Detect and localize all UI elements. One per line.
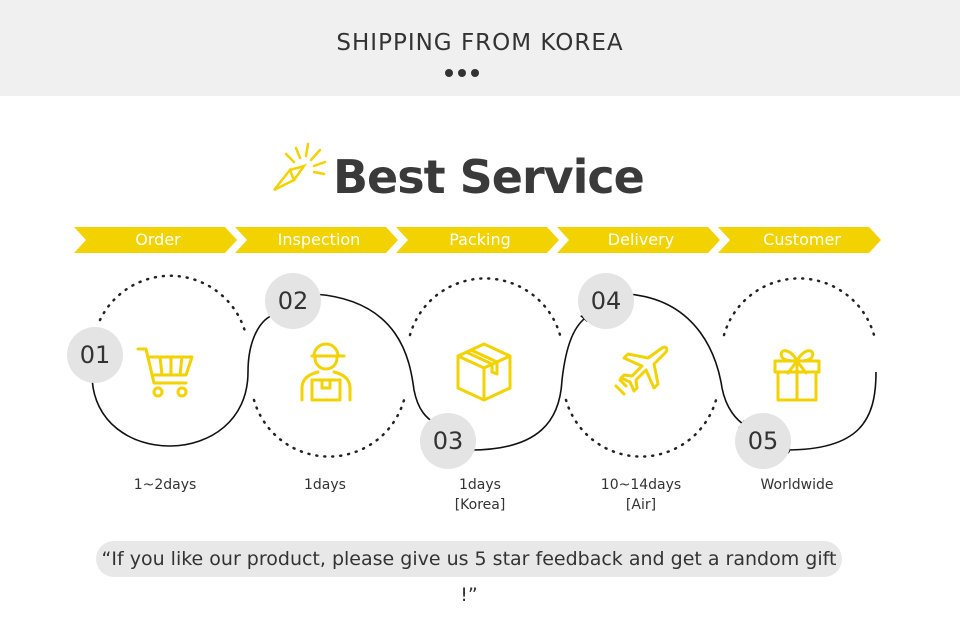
dotted-arc-3 xyxy=(408,277,562,337)
step-chevron-inspection xyxy=(235,227,398,253)
step-chevron-order xyxy=(74,227,237,253)
feedback-quote: “If you like our product, please give us… xyxy=(96,541,842,606)
step-number-03: 03 xyxy=(420,413,476,469)
solid-arc-2 xyxy=(313,293,437,425)
step-number-01: 01 xyxy=(67,327,123,383)
solid-arc-1 xyxy=(91,313,277,447)
duration-customer: Worldwide xyxy=(760,477,834,493)
step-label-packing: Packing xyxy=(449,230,511,249)
solid-arc-5 xyxy=(785,371,877,451)
dotted-arc-2 xyxy=(252,398,406,458)
step-chevron-packing xyxy=(396,227,559,253)
step-label-delivery: Delivery xyxy=(607,230,675,249)
step-number-02: 02 xyxy=(265,273,321,329)
duration-order: 1~2days xyxy=(133,477,197,493)
duration-delivery: 10~14days [Air] xyxy=(600,477,682,513)
solid-arc-3 xyxy=(469,315,589,451)
airplane-icon xyxy=(614,345,669,396)
duration-packing: 1days [Korea] xyxy=(454,477,506,513)
box-icon xyxy=(456,342,512,402)
gift-icon xyxy=(773,349,821,402)
shopping-cart-icon xyxy=(136,347,194,398)
duration-inspection: 1days xyxy=(304,477,346,493)
step-chevron-customer xyxy=(718,227,881,253)
step-number-04: 04 xyxy=(578,273,634,329)
step-label-order: Order xyxy=(135,230,181,249)
spark-cursor-icon xyxy=(273,142,327,192)
header-banner: SHIPPING FROM KOREA xyxy=(0,0,960,96)
dotted-arc-4 xyxy=(564,398,718,458)
section-title: Best Service xyxy=(333,150,645,204)
page-title: SHIPPING FROM KOREA xyxy=(336,30,624,56)
step-number-05: 05 xyxy=(735,413,791,469)
dotted-arc-5 xyxy=(722,277,876,337)
dotted-arc-1 xyxy=(98,274,248,337)
solid-arc-4 xyxy=(627,293,747,427)
delivery-person-icon xyxy=(300,342,352,402)
step-label-customer: Customer xyxy=(763,230,841,249)
dots-decoration xyxy=(445,64,484,82)
step-label-inspection: Inspection xyxy=(277,230,361,249)
step-chevron-delivery xyxy=(557,227,720,253)
